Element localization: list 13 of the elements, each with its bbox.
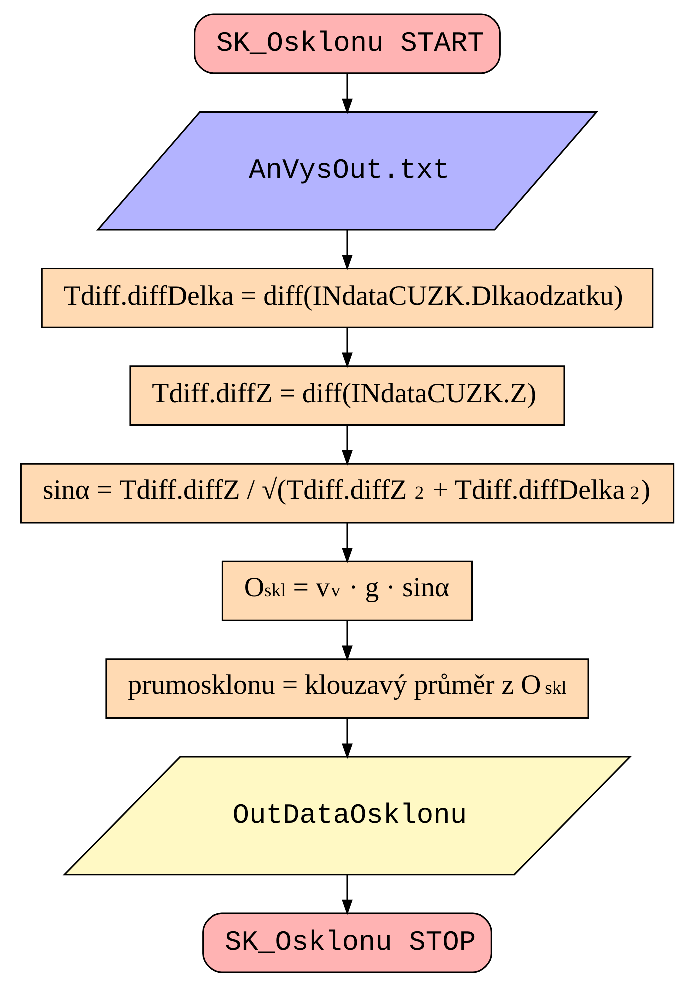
- arrow: [342, 328, 353, 368]
- arrow: [342, 718, 353, 760]
- node-box: Tdiff.diffDelka = diff(INdataCUZK.Dlkaodzatku): [41, 268, 654, 328]
- node-box: Oskl = vv · g · sinα: [222, 560, 474, 622]
- node-box: SK_Osklonu START: [194, 14, 501, 74]
- arrow: [342, 875, 353, 916]
- arrow: [342, 230, 353, 270]
- node-box: SK_Osklonu STOP: [202, 912, 492, 974]
- arrow: [342, 523, 353, 564]
- arrow: [342, 74, 353, 114]
- arrow: [342, 621, 353, 662]
- node-box: Tdiff.diffZ = diff(INdataCUZK.Z): [130, 366, 566, 426]
- arrow: [342, 426, 353, 466]
